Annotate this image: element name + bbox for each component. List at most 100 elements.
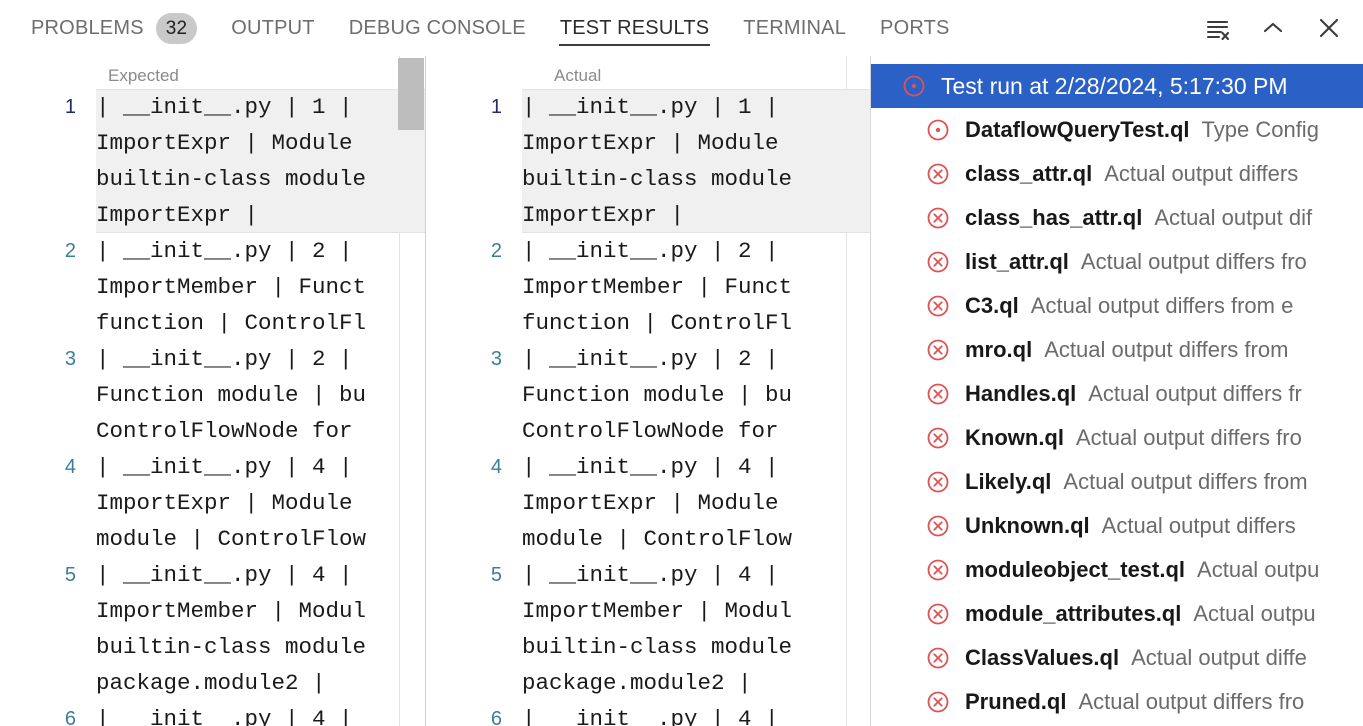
- line-number: 2: [490, 240, 502, 262]
- line-number: 1: [490, 96, 502, 118]
- panel-tabs: PROBLEMS 32 OUTPUT DEBUG CONSOLE TEST RESULT…: [0, 0, 967, 56]
- expected-scrollbar-thumb[interactable]: [398, 58, 424, 130]
- line-number: 4: [490, 456, 502, 478]
- test-name-label: Handles.ql: [965, 381, 1077, 406]
- line-number: 2: [64, 240, 76, 262]
- panel-body: Expected 1 | __init__.py | 1 |ImportExpr …: [0, 56, 1363, 726]
- code-wrap-segment: ImportExpr |: [522, 202, 685, 228]
- line-number: 6: [64, 708, 76, 726]
- tab-terminal[interactable]: TERMINAL: [726, 0, 863, 56]
- test-message-label: Actual output differs from: [1044, 337, 1289, 362]
- expected-pane-title: Expected: [108, 66, 179, 85]
- code-wrap-segment: ImportExpr | Module: [522, 130, 779, 156]
- test-error-circle-dot-icon: [925, 117, 951, 143]
- test-result-row[interactable]: class_has_attr.ql Actual output dif: [871, 196, 1363, 240]
- code-wrap-segment: ControlFlowNode for: [96, 418, 353, 444]
- code-line-text: | __init__.py | 4 |: [522, 701, 870, 726]
- test-name-label: class_has_attr.ql: [965, 205, 1143, 230]
- tab-debug-console[interactable]: DEBUG CONSOLE: [332, 0, 543, 56]
- test-name-label: class_attr.ql: [965, 161, 1093, 186]
- tab-test-results[interactable]: TEST RESULTS: [543, 0, 726, 56]
- active-tab-underline: [558, 44, 711, 46]
- test-message-label: Actual output differs fro: [1080, 249, 1307, 274]
- test-failed-circle-x-icon: [925, 557, 951, 583]
- tab-problems[interactable]: PROBLEMS 32: [14, 0, 214, 56]
- test-failed-circle-x-icon: [925, 469, 951, 495]
- code-line: 5| __init__.py | 4 |ImportMember | Modul…: [426, 557, 870, 701]
- code-wrap-segment: package.module2 |: [96, 670, 326, 696]
- code-wrap-segment: Function module | bu: [96, 382, 367, 408]
- test-failed-circle-x-icon: [925, 161, 951, 187]
- test-result-row[interactable]: Likely.ql Actual output differs from: [871, 460, 1363, 504]
- clear-output-icon[interactable]: [1197, 8, 1237, 48]
- diff-pane-expected[interactable]: Expected 1 | __init__.py | 1 |ImportExpr …: [0, 56, 426, 726]
- test-name-label: mro.ql: [965, 337, 1033, 362]
- code-line: 3| __init__.py | 2 |Function module | bu…: [426, 341, 870, 449]
- test-failed-circle-x-icon: [925, 645, 951, 671]
- tab-label: PROBLEMS: [31, 16, 144, 39]
- tab-ports[interactable]: PORTS: [863, 0, 967, 56]
- code-wrap-segment: | __init__.py | 4 |: [96, 562, 353, 588]
- code-wrap-segment: ImportExpr | Module: [522, 490, 779, 516]
- test-message-label: Actual output differs from: [1063, 469, 1308, 494]
- tab-output[interactable]: OUTPUT: [214, 0, 331, 56]
- test-result-row[interactable]: class_attr.ql Actual output differs: [871, 152, 1363, 196]
- panel-tabbar: PROBLEMS 32 OUTPUT DEBUG CONSOLE TEST RESULT…: [0, 0, 1363, 56]
- test-failed-circle-x-icon: [925, 249, 951, 275]
- expected-scrollbar[interactable]: [398, 56, 424, 726]
- test-failed-circle-x-icon: [925, 425, 951, 451]
- test-name-label: Likely.ql: [965, 469, 1052, 494]
- test-name-label: Known.ql: [965, 425, 1064, 450]
- code-wrap-segment: | __init__.py | 2 |: [522, 346, 779, 372]
- test-result-row[interactable]: mro.ql Actual output differs from: [871, 328, 1363, 372]
- line-number: 6: [490, 708, 502, 726]
- test-failed-circle-x-icon: [925, 601, 951, 627]
- code-line: 2| __init__.py | 2 |ImportMember | Funct…: [0, 233, 425, 341]
- line-number: 4: [64, 456, 76, 478]
- tab-label: DEBUG CONSOLE: [348, 16, 526, 39]
- test-message-label: Actual output differs: [1104, 161, 1299, 186]
- code-wrap-segment: Function module | bu: [522, 382, 793, 408]
- code-wrap-segment: module | ControlFlow: [96, 526, 367, 552]
- code-wrap-segment: | __init__.py | 4 |: [96, 454, 353, 480]
- line-number: 1: [64, 96, 76, 118]
- test-name-label: C3.ql: [965, 293, 1019, 318]
- test-message-label: Actual output dif: [1154, 205, 1313, 230]
- test-failed-circle-x-icon: [925, 337, 951, 363]
- code-wrap-segment: ImportExpr | Module: [96, 130, 353, 156]
- test-run-row[interactable]: Test run at 2/28/2024, 5:17:30 PM: [871, 64, 1363, 108]
- test-message-label: Actual outpu: [1193, 601, 1316, 626]
- line-number: 5: [490, 564, 502, 586]
- diff-pane-actual[interactable]: Actual 1| __init__.py | 1 |ImportExpr | …: [426, 56, 871, 726]
- close-icon[interactable]: [1309, 8, 1349, 48]
- code-wrap-segment: module | ControlFlow: [522, 526, 793, 552]
- chevron-up-icon[interactable]: [1253, 8, 1293, 48]
- test-failed-circle-x-icon: [925, 689, 951, 715]
- problems-count-badge: 32: [155, 12, 198, 44]
- code-line: 6| __init__.py | 4 |: [0, 701, 425, 726]
